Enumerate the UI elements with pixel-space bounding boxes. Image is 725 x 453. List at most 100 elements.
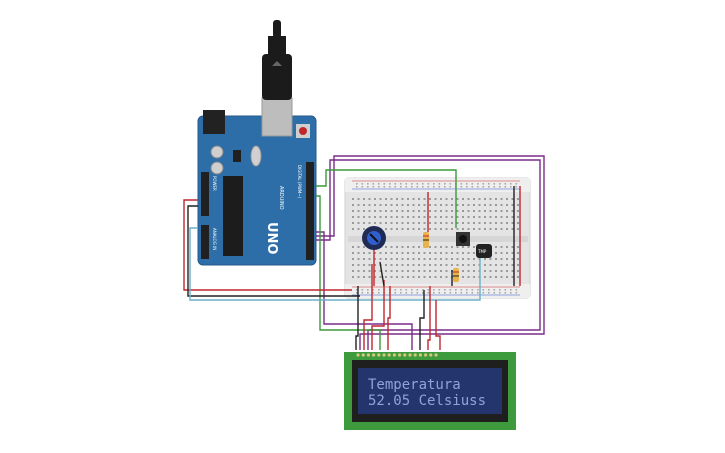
breadboard-hole <box>462 258 464 260</box>
breadboard-hole <box>357 228 360 230</box>
breadboard-hole <box>396 222 398 224</box>
breadboard-hole <box>473 264 475 266</box>
potentiometer[interactable] <box>362 226 386 250</box>
breadboard-hole <box>429 264 431 266</box>
breadboard-hole <box>489 258 492 260</box>
breadboard-hole <box>423 252 426 254</box>
breadboard-hole <box>429 246 431 248</box>
breadboard-hole <box>473 216 475 218</box>
breadboard-hole <box>412 258 415 260</box>
breadboard-hole <box>451 216 453 218</box>
breadboard-hole <box>385 276 387 278</box>
rail-hole <box>372 186 375 188</box>
breadboard-hole <box>462 264 464 266</box>
breadboard-hole <box>412 222 415 224</box>
breadboard-hole <box>462 228 464 230</box>
breadboard-hole <box>434 204 437 206</box>
breadboard-hole <box>385 222 387 224</box>
wire-red <box>427 286 431 350</box>
rail-hole <box>389 186 391 188</box>
breadboard-hole <box>374 276 376 278</box>
breadboard-hole <box>489 228 492 230</box>
breadboard-hole <box>500 198 503 200</box>
breadboard-hole <box>352 198 354 200</box>
reset-button-cap[interactable] <box>299 127 307 135</box>
rail-hole <box>372 289 375 291</box>
lcd-pin <box>372 353 376 357</box>
breadboard-hole <box>379 276 382 278</box>
breadboard-hole <box>478 228 481 230</box>
breadboard-hole <box>374 204 376 206</box>
rail-hole <box>493 183 496 185</box>
breadboard-hole <box>423 276 426 278</box>
breadboard-hole <box>484 210 486 212</box>
breadboard-hole <box>379 210 382 212</box>
rail-hole <box>482 186 485 188</box>
usb-cable <box>262 20 292 100</box>
breadboard-hole <box>462 222 464 224</box>
breadboard-hole <box>445 198 448 200</box>
power-label: POWER <box>212 176 217 191</box>
rail-hole <box>477 186 479 188</box>
breadboard-hole <box>484 204 486 206</box>
breadboard-hole <box>517 228 519 230</box>
breadboard-hole <box>390 270 393 272</box>
breadboard-hole <box>385 204 387 206</box>
breadboard-hole <box>478 222 481 224</box>
rail-hole <box>449 183 452 185</box>
breadboard-hole <box>407 264 409 266</box>
breadboard-hole <box>484 228 486 230</box>
breadboard-hole <box>434 264 437 266</box>
breadboard-hole <box>429 222 431 224</box>
wire-black <box>379 261 385 287</box>
rail-hole <box>510 292 512 294</box>
breadboard-hole <box>423 216 426 218</box>
breadboard-hole <box>401 222 404 224</box>
breadboard-hole <box>363 270 365 272</box>
breadboard-hole <box>495 216 497 218</box>
breadboard-hole <box>445 264 448 266</box>
breadboard-hole <box>352 246 354 248</box>
breadboard-hole <box>451 204 453 206</box>
breadboard-hole <box>506 216 508 218</box>
breadboard-hole <box>462 210 464 212</box>
breadboard-hole <box>511 264 514 266</box>
rail-hole <box>466 186 468 188</box>
sensor-label: TMP <box>477 249 487 254</box>
breadboard-hole <box>456 228 459 230</box>
breadboard-hole <box>467 222 470 224</box>
breadboard-hole <box>363 216 365 218</box>
rail-hole <box>405 292 408 294</box>
breadboard-hole <box>429 204 431 206</box>
rail-hole <box>466 292 468 294</box>
breadboard-hole <box>495 210 497 212</box>
breadboard-hole <box>368 198 371 200</box>
breadboard-hole <box>451 252 453 254</box>
breadboard-hole <box>440 222 442 224</box>
breadboard-hole <box>396 198 398 200</box>
breadboard-hole <box>440 228 442 230</box>
breadboard-hole <box>489 222 492 224</box>
breadboard-hole <box>500 228 503 230</box>
breadboard-hole <box>495 198 497 200</box>
breadboard-hole <box>401 216 404 218</box>
breadboard-hole <box>385 264 387 266</box>
rail-hole <box>367 292 369 294</box>
rail-hole <box>477 292 479 294</box>
breadboard-hole <box>456 222 459 224</box>
breadboard-hole <box>489 198 492 200</box>
breadboard-hole <box>484 198 486 200</box>
breadboard-hole <box>506 198 508 200</box>
breadboard-hole <box>423 270 426 272</box>
breadboard-hole <box>456 246 459 248</box>
breadboard-hole <box>500 216 503 218</box>
breadboard-hole <box>352 252 354 254</box>
breadboard-hole <box>456 252 459 254</box>
lcd-pin <box>424 353 428 357</box>
breadboard-hole <box>478 216 481 218</box>
breadboard-hole <box>495 276 497 278</box>
push-button[interactable] <box>456 232 470 246</box>
breadboard-hole <box>352 216 354 218</box>
breadboard-hole <box>352 204 354 206</box>
breadboard-hole <box>451 246 453 248</box>
